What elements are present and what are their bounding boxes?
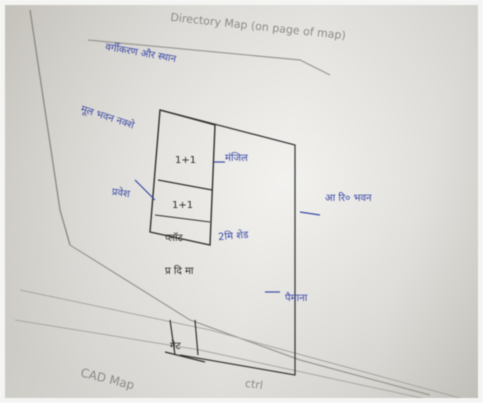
handwritten-right-top: मंजिल xyxy=(225,153,248,164)
header-rule xyxy=(87,39,331,76)
handwritten-right-mid: 2मि शेड xyxy=(217,229,249,244)
page-left-border xyxy=(29,9,71,246)
building-label-top: 1+1 xyxy=(175,155,197,166)
handwritten-right-outer: आ रि० भवन xyxy=(325,193,372,204)
building-divider-2 xyxy=(154,214,211,223)
arrow-2 xyxy=(299,211,321,216)
handwritten-side-label: प्रवेश xyxy=(111,186,131,201)
bottom-rule-2 xyxy=(14,319,441,403)
building-bottom-row: प्र दि मा xyxy=(165,266,194,277)
building-label-middle: 1+1 xyxy=(172,200,194,211)
bottom-border xyxy=(69,244,431,396)
handwritten-right-lower: पैमाना xyxy=(285,293,308,304)
building-box xyxy=(149,109,216,246)
handwritten-gate-label: गेट xyxy=(170,341,181,352)
gate-lines xyxy=(164,319,206,363)
plot-outline xyxy=(159,109,296,376)
printed-footer-right: ctrl xyxy=(244,376,264,393)
arrow-1 xyxy=(134,179,156,201)
building-label-bottom: प्लॉट xyxy=(165,233,183,244)
building-divider xyxy=(157,179,213,191)
bottom-rule xyxy=(19,289,461,399)
